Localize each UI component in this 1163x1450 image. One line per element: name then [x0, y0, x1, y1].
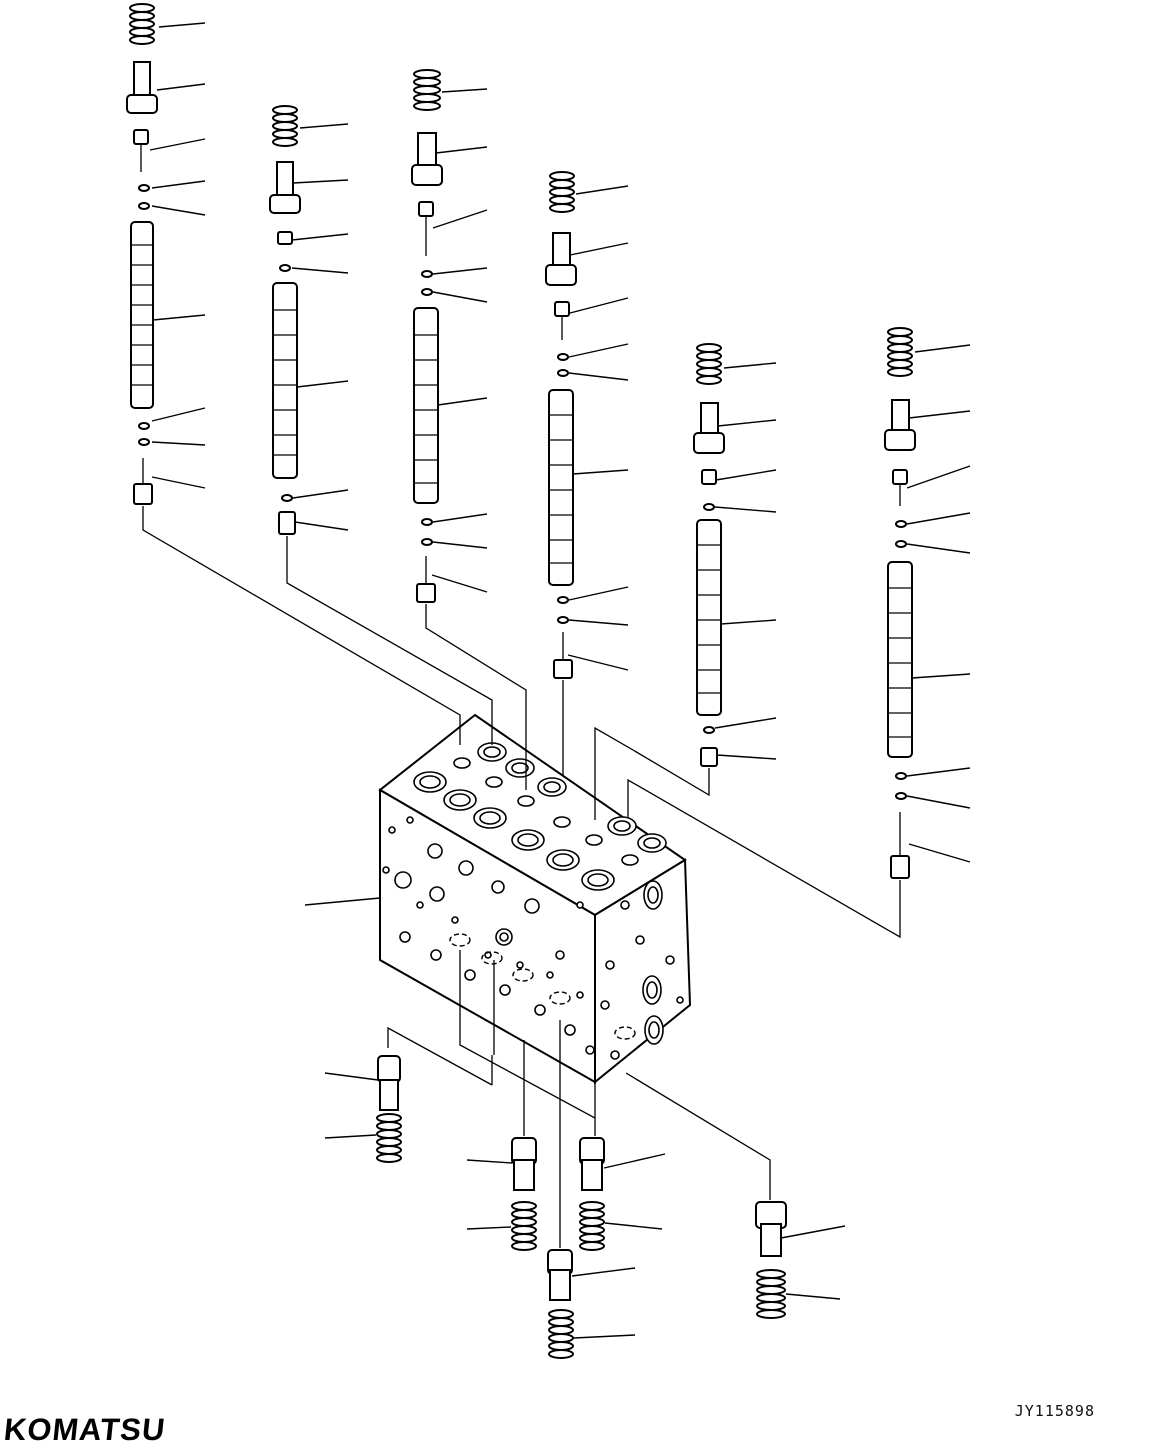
spool	[696, 519, 722, 716]
spool-stack-4	[545, 171, 629, 679]
o-ring	[703, 726, 715, 734]
spring-seat	[693, 402, 725, 454]
o-ring	[421, 288, 433, 296]
drawing-number: JY115898	[1014, 1402, 1095, 1420]
assembly-lines	[142, 506, 901, 1248]
valve-body-side-face	[594, 858, 692, 1085]
spring	[696, 343, 722, 385]
o-ring	[557, 353, 569, 361]
o-ring	[421, 538, 433, 546]
plug	[553, 632, 573, 679]
spool	[130, 221, 154, 409]
spool-stack-2	[269, 105, 349, 535]
o-ring	[895, 792, 907, 800]
plug	[890, 812, 910, 879]
lower-spring-1	[376, 1113, 402, 1163]
spool-stack-5	[693, 343, 777, 767]
spool	[887, 561, 913, 758]
o-ring	[557, 596, 569, 604]
side-face-holes	[600, 880, 684, 1060]
spring-seat	[545, 232, 577, 286]
lower-spring-3	[579, 1201, 605, 1251]
spring	[272, 105, 298, 147]
spring	[129, 3, 155, 45]
o-ring	[138, 202, 150, 210]
o-ring	[703, 503, 715, 511]
spring	[413, 69, 441, 111]
lower-spring-4	[548, 1309, 574, 1359]
stopper-pin	[554, 301, 570, 340]
spring-seat	[126, 61, 158, 114]
spring-seat	[269, 161, 301, 214]
stopper	[277, 231, 293, 245]
lower-spring-5	[756, 1269, 786, 1319]
o-ring	[279, 264, 291, 272]
spring-seat	[884, 399, 916, 451]
spool	[272, 282, 298, 479]
lower-cap-4	[547, 1249, 573, 1301]
o-ring	[895, 540, 907, 548]
spool	[548, 389, 574, 586]
o-ring	[895, 520, 907, 528]
o-ring	[138, 438, 150, 446]
lower-spring-2	[511, 1201, 537, 1251]
spring-seat	[411, 132, 443, 186]
spool-stack-6	[884, 327, 971, 879]
plug	[700, 747, 718, 767]
spool-stack-3	[411, 69, 488, 603]
o-ring	[138, 422, 150, 430]
komatsu-logo: KOMATSU	[2, 1412, 168, 1447]
o-ring	[138, 184, 150, 192]
o-ring	[421, 270, 433, 278]
stopper-pin	[133, 129, 149, 172]
o-ring	[895, 772, 907, 780]
plug	[416, 556, 436, 603]
stopper-pin	[418, 201, 434, 256]
plug	[278, 511, 296, 535]
top-ports	[413, 742, 667, 891]
valve-body	[378, 713, 692, 1085]
o-ring	[557, 369, 569, 377]
plug	[133, 458, 153, 505]
spring	[887, 327, 913, 377]
front-face-holes	[382, 816, 636, 1055]
lower-cap-5	[755, 1201, 787, 1257]
stopper-pin	[892, 469, 908, 506]
spring	[549, 171, 575, 213]
spool-stack-1	[126, 3, 206, 505]
spool	[413, 307, 439, 504]
lower-parts	[324, 1055, 846, 1359]
lower-cap-2	[511, 1137, 537, 1191]
o-ring	[421, 518, 433, 526]
o-ring	[557, 616, 569, 624]
stopper	[701, 469, 717, 485]
o-ring	[281, 494, 293, 502]
lower-cap-3	[579, 1137, 605, 1191]
lower-cap-1	[377, 1055, 401, 1111]
